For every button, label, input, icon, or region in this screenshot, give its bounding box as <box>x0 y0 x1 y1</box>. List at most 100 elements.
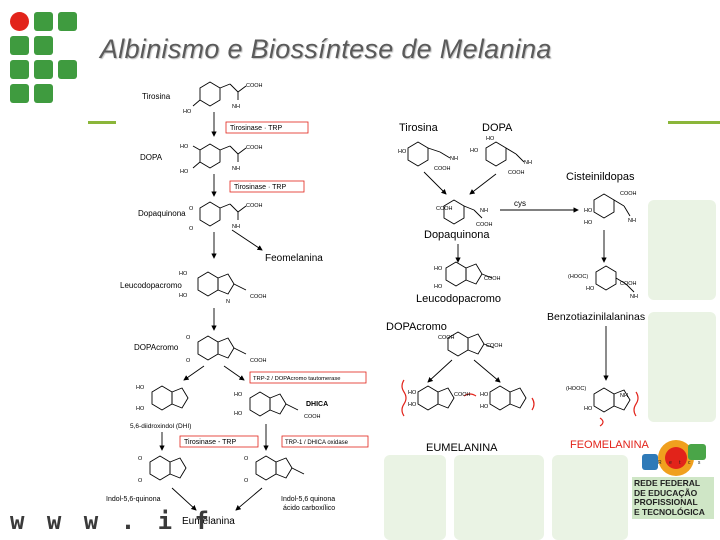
left-dopa-structure <box>192 143 247 169</box>
ho-group: HO <box>180 144 189 150</box>
left-dopacromo-label: DOPAcromo <box>134 343 179 352</box>
background-tile <box>648 200 716 300</box>
slide-title: Albinismo e Biossíntese de Melanina <box>100 34 552 64</box>
n-group: N <box>226 299 230 305</box>
left-enzyme-box-trp2 <box>249 371 367 384</box>
ho-group: HO <box>183 109 192 115</box>
left-dopacromo-structure <box>197 335 247 361</box>
nh2-group: NH <box>232 104 240 110</box>
left-tirosina-label: Tirosina <box>142 92 171 101</box>
cooh-group: COOH <box>304 414 321 420</box>
ho-group: HO <box>584 220 593 226</box>
left-dhi-structure <box>151 385 189 411</box>
right-feomelanina-label: FEOMELANINA <box>570 439 650 451</box>
o-group: O <box>186 358 191 364</box>
right-pheomelanin-polymer <box>593 387 639 427</box>
ho-group: HO <box>408 402 417 408</box>
rede-federal-text: REDE FEDERAL DE EDUCAÇÃO PROFISSIONAL E … <box>632 477 714 519</box>
right-dopaquinona-label: Dopaquinona <box>424 229 490 241</box>
background-tile <box>384 455 446 540</box>
ho-group: HO <box>180 169 189 175</box>
cooh-group: COOH <box>486 343 503 349</box>
o-group: O <box>138 478 143 484</box>
cooh-group: COOH <box>434 166 451 172</box>
left-dhi-label: 5,6-diidroxindol (DHI) <box>130 423 191 430</box>
cooh-group: COOH <box>508 170 525 176</box>
background-tile <box>648 312 716 422</box>
left-indol-acid-label-1: Indol-5,6 quinona <box>281 496 335 503</box>
left-leucodopacromo-structure <box>197 271 247 297</box>
o-group: O <box>244 478 249 484</box>
nh2-group: NH <box>628 218 636 224</box>
o-group: O <box>186 335 191 341</box>
ho-group: HO <box>480 392 489 398</box>
right-leucodopacromo-structure <box>445 261 493 287</box>
ho-group: HO <box>179 293 188 299</box>
ho-group: HO <box>586 286 595 292</box>
title-rule-right <box>668 121 720 124</box>
cooh-group: COOH <box>246 83 263 89</box>
o-group: O <box>244 456 249 462</box>
badge-line-2: DE EDUCAÇÃO <box>634 487 698 498</box>
ho-group: HO <box>234 392 243 398</box>
left-enzyme-box-3 <box>179 435 259 448</box>
cooh-group: COOH <box>250 358 267 364</box>
badge-letters: R e t c s <box>658 460 703 466</box>
cooh-group: COOH <box>484 276 501 282</box>
cooh-group: COOH <box>620 281 637 287</box>
right-arrow <box>427 359 453 383</box>
nh2-group: NH <box>630 294 638 300</box>
right-dopa-label: DOPA <box>482 122 513 134</box>
right-eumelanina-label: EUMELANINA <box>426 442 498 454</box>
left-enzyme-box-1 <box>225 121 309 134</box>
ho-group: HO <box>486 136 495 142</box>
o-group: O <box>189 206 194 212</box>
left-indol-acid-label-2: ácido carboxílico <box>283 505 335 512</box>
ho-group: HO <box>434 284 443 290</box>
cooh-group: COOH <box>438 335 455 341</box>
institution-logo <box>10 12 78 108</box>
left-arrow <box>235 487 263 511</box>
title-rule-left <box>88 121 116 124</box>
left-dopa-label: DOPA <box>140 153 163 162</box>
right-arrow <box>473 359 501 383</box>
ho-group: HO <box>234 411 243 417</box>
left-dhica-structure <box>249 391 299 417</box>
right-benzotiazinil-structure <box>595 265 635 293</box>
left-enzyme-trp1: TRP-1 / DHICA oxidase <box>285 440 349 446</box>
right-cisteinildopas-structure <box>593 193 631 219</box>
left-enzyme-1: Tirosinase · TRP <box>230 125 282 132</box>
hooc-group: (HOOC) <box>566 386 586 392</box>
ho-group: HO <box>408 390 417 396</box>
left-dopaquinona-label: Dopaquinona <box>138 209 186 218</box>
right-dopacromo-structure <box>447 331 495 357</box>
ho-group: HO <box>434 266 443 272</box>
o-group: O <box>189 226 194 232</box>
ho-group: HO <box>179 271 188 277</box>
background-tile <box>454 455 544 540</box>
badge-line-4: E TECNOLÓGICA <box>634 506 705 517</box>
right-cisteinildopas-label: Cisteinildopas <box>566 171 635 183</box>
website-url: w w w . i f <box>10 507 213 535</box>
left-arrow <box>223 365 245 381</box>
ho-group: HO <box>470 148 479 154</box>
cooh-group: COOH <box>246 145 263 151</box>
cooh-group: COOH <box>476 222 493 228</box>
ho-group: HO <box>584 208 593 214</box>
left-dhica-label: DHICA <box>306 401 328 408</box>
badge-line-3: PROFISSIONAL <box>634 497 698 507</box>
cooh-group: COOH <box>436 206 453 212</box>
left-enzyme-2: Tirosinase · TRP <box>234 184 286 191</box>
left-arrow <box>183 365 205 381</box>
right-dopacromo-label: DOPAcromo <box>386 321 447 333</box>
cooh-group: COOH <box>250 294 267 300</box>
cooh-group: COOH <box>454 392 471 398</box>
nh2-group: NH <box>232 224 240 230</box>
left-eumelanina-label: Eumelanina <box>182 516 235 527</box>
left-indol-acid-structure <box>255 455 305 481</box>
background-tile <box>552 455 628 540</box>
left-dopaquinona-structure <box>199 201 247 227</box>
left-feomelanina-label: Feomelanina <box>265 253 323 264</box>
nh2-group: NH <box>480 208 488 214</box>
